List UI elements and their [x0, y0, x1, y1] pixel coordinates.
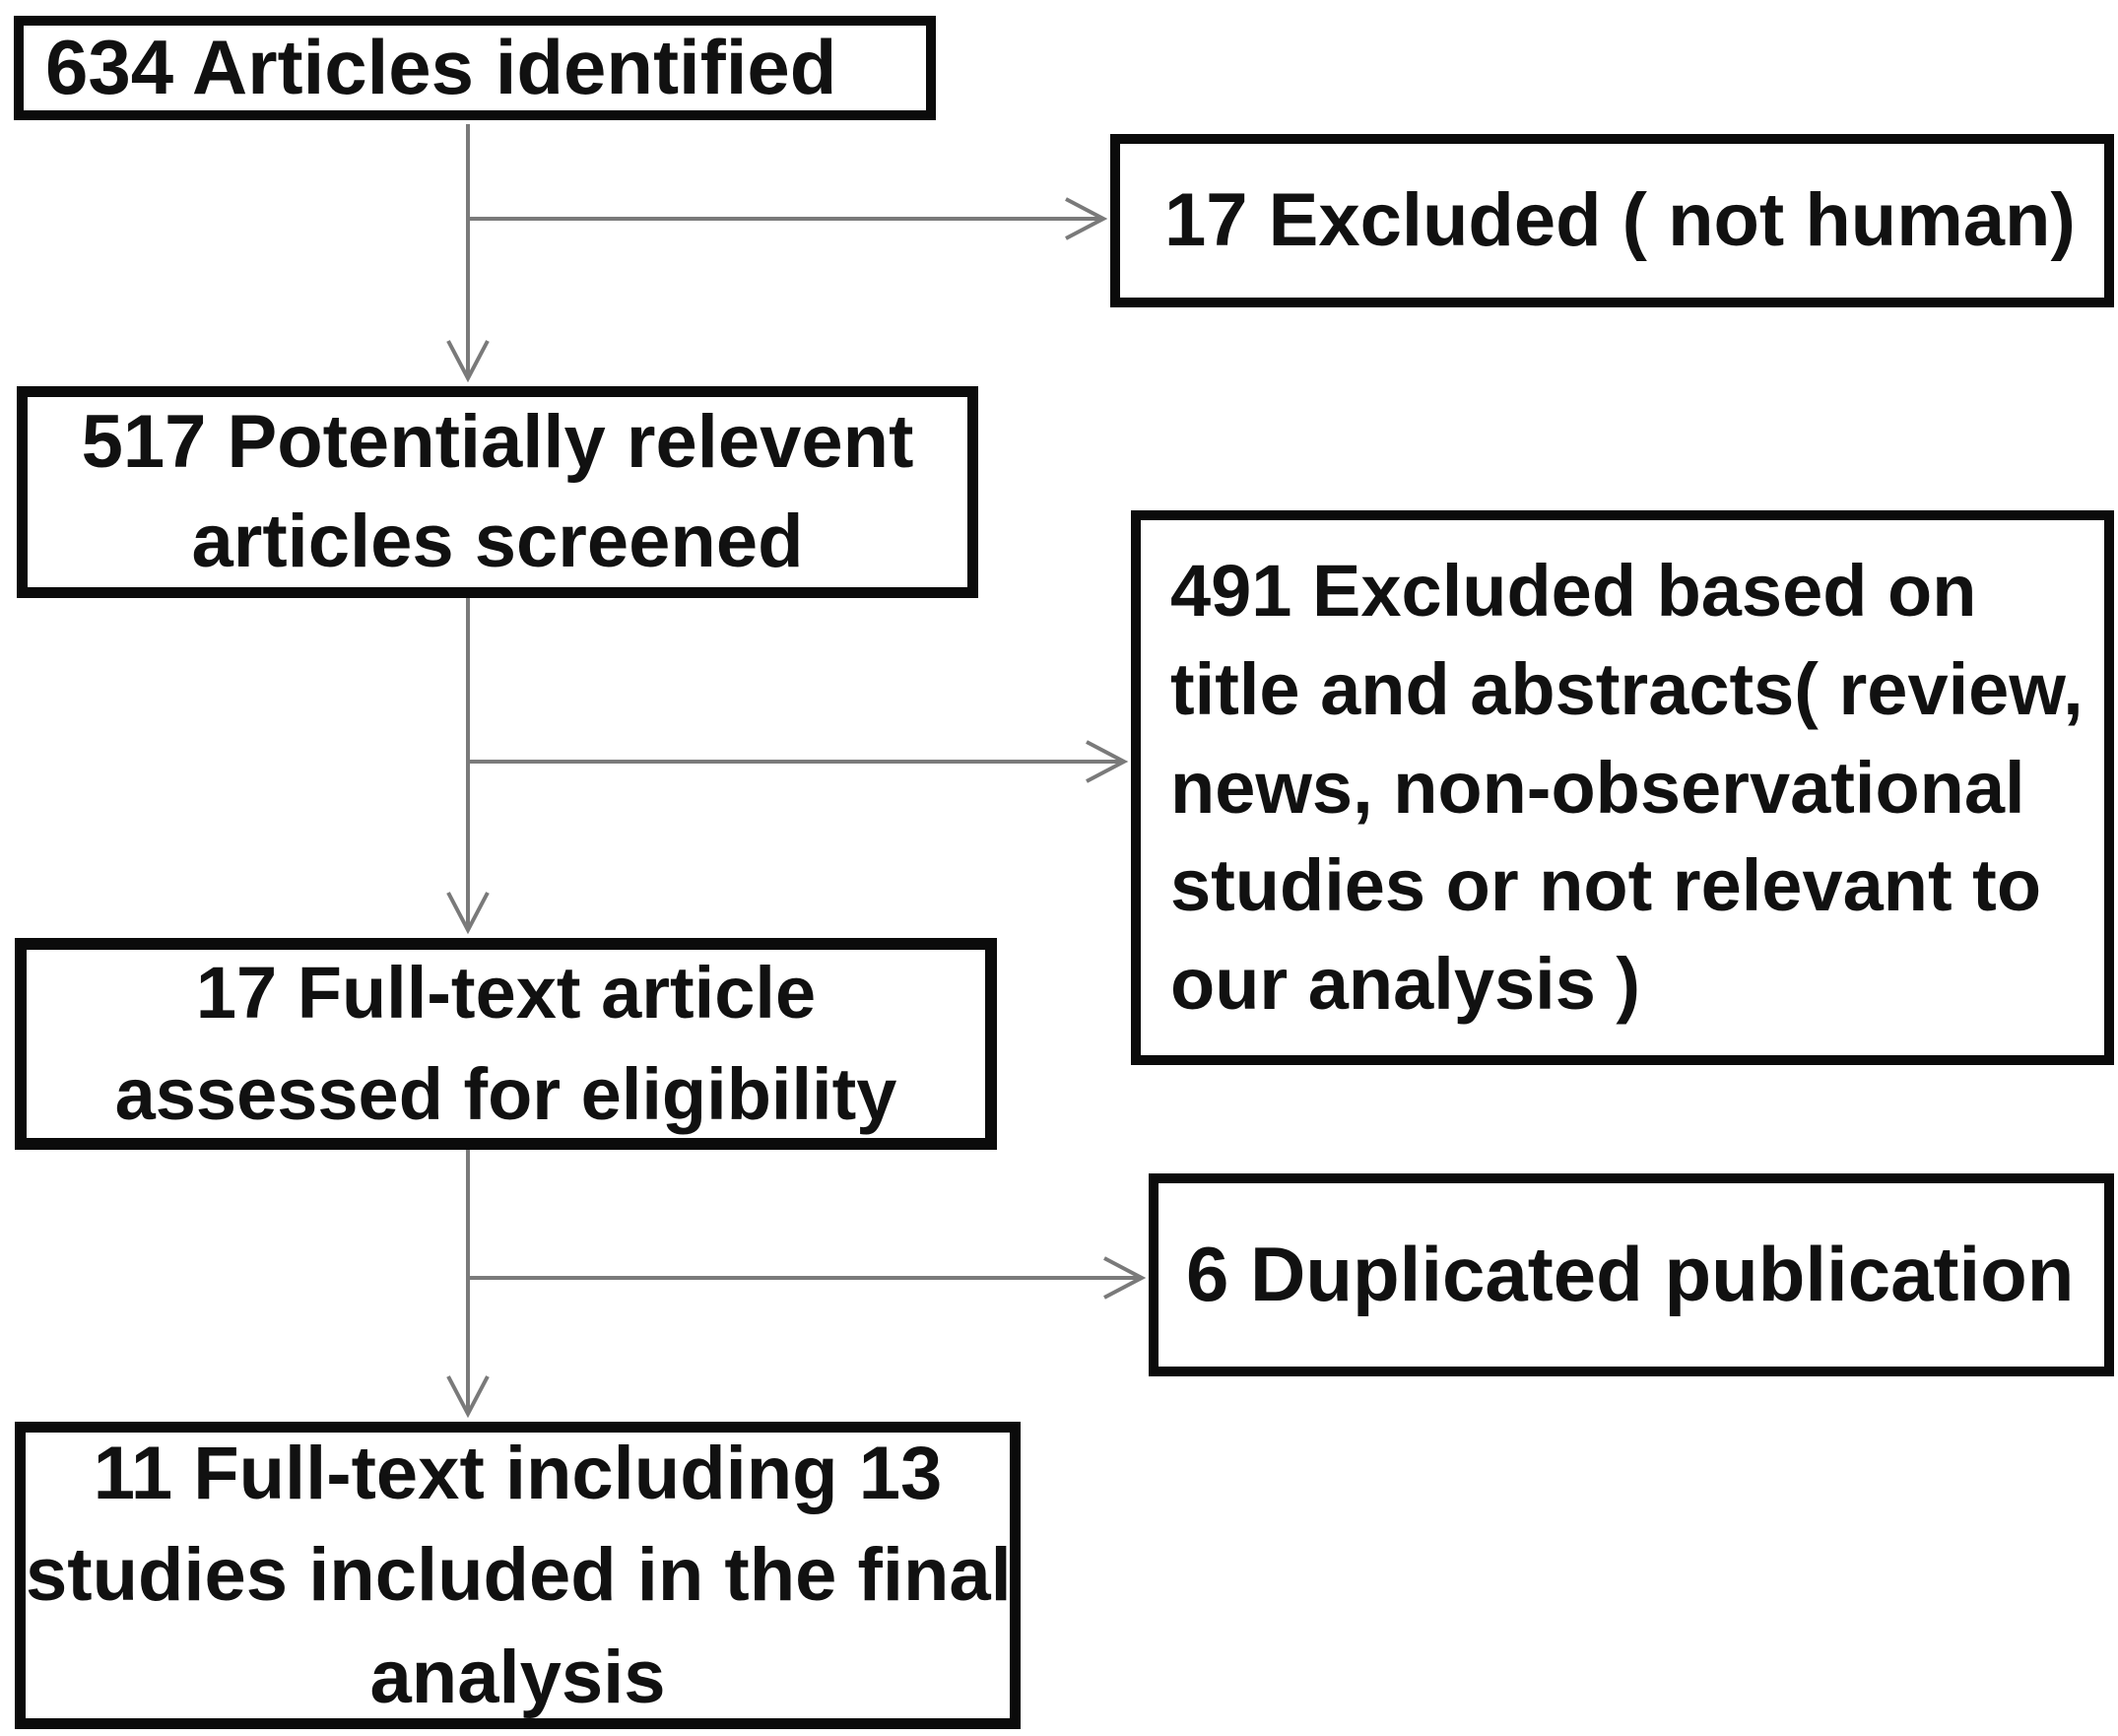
box-fulltext-assessed-line-2: assessed for eligibility: [114, 1052, 897, 1135]
box-final-included: 11 Full-text including 13 studies includ…: [15, 1422, 1021, 1729]
box-excluded-title-abstract-line-5: our analysis ): [1170, 943, 1641, 1026]
box-excluded-title-abstract-line-2: title and abstracts( review,: [1170, 647, 2084, 730]
box-fulltext-assessed-line-1: 17 Full-text article: [195, 952, 817, 1035]
box-excluded-title-abstract-line-4: studies or not relevant to: [1170, 844, 2042, 927]
box-fulltext-assessed: 17 Full-text article assessed for eligib…: [15, 938, 997, 1150]
box-excluded-title-abstract-line-1: 491 Excluded based on: [1170, 549, 1977, 632]
box-final-included-line-1: 11 Full-text including 13: [93, 1431, 943, 1515]
box-screened-line-1: 517 Potentially relevent: [81, 400, 914, 485]
box-excluded-not-human-text: 17 Excluded ( not human): [1164, 178, 2076, 263]
box-potentially-relevant-screened: 517 Potentially relevent articles screen…: [17, 386, 978, 598]
box-duplicated-publication: 6 Duplicated publication: [1149, 1173, 2114, 1376]
box-articles-identified-text: 634 Articles identified: [45, 24, 837, 111]
box-excluded-not-human: 17 Excluded ( not human): [1110, 134, 2114, 307]
box-excluded-title-abstract: 491 Excluded based on title and abstract…: [1131, 510, 2114, 1065]
box-final-included-line-3: analysis: [369, 1635, 666, 1719]
box-duplicated-publication-text: 6 Duplicated publication: [1186, 1231, 2075, 1318]
box-articles-identified: 634 Articles identified: [14, 16, 936, 120]
box-final-included-line-2: studies included in the final: [26, 1533, 1012, 1618]
box-screened-line-2: articles screened: [191, 499, 804, 583]
box-excluded-title-abstract-line-3: news, non-observational: [1170, 746, 2025, 829]
